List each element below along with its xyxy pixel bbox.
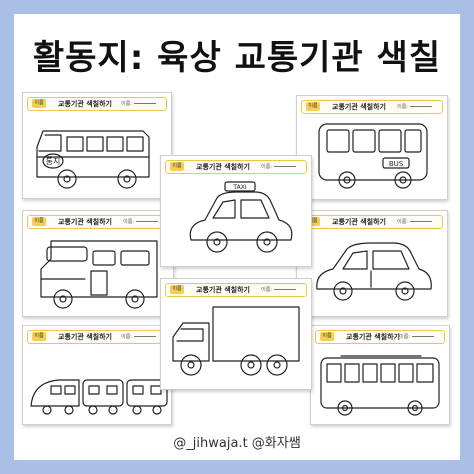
card-title: 교통기관 색칠하기 (332, 103, 386, 111)
name-field: 이름: (397, 216, 432, 228)
card-header: 이름 교통기관 색칠하기 이름: (27, 97, 167, 111)
card-header: 이름 교통기관 색칠하기 이름: (301, 100, 443, 114)
long-bus-drawing (320, 355, 440, 416)
page-title: 활동지: 육상 교통기관 색칠 (32, 38, 442, 78)
name-field: 이름: (121, 331, 156, 343)
name-label: 이름: (261, 287, 272, 293)
bus-drawing: BUS (318, 123, 428, 189)
card-title: 교통기관 색칠하기 (58, 333, 112, 341)
card-title: 교통기관 색칠하기 (332, 218, 386, 226)
card-badge: 이름 (320, 332, 334, 341)
name-field: 이름: (261, 161, 296, 173)
card-badge: 이름 (306, 102, 320, 111)
school-bus-drawing: 통지 (36, 130, 150, 189)
bus-sign: BUS (389, 160, 404, 168)
name-label: 이름: (123, 219, 134, 225)
credits: @_jihwaja.t @화자쌤 (173, 436, 301, 451)
name-field: 이름: (397, 101, 432, 113)
car-drawing (316, 242, 432, 301)
card-title: 교통기관 색칠하기 (58, 100, 112, 108)
name-field: 이름: (399, 331, 434, 343)
worksheet-card-long-bus: 이름 교통기관 색칠하기 이름: (310, 325, 450, 425)
card-header: 이름 교통기관 색칠하기 이름: (165, 283, 307, 297)
worksheet-card-taxi: 이름 교통기관 색칠하기 이름: TAXI (160, 155, 312, 267)
name-label: 이름: (397, 219, 408, 225)
card-title: 교통기관 색칠하기 (196, 286, 250, 294)
name-label: 이름: (397, 104, 408, 110)
card-badge: 이름 (170, 285, 184, 294)
train-drawing (30, 379, 168, 415)
card-badge: 이름 (32, 217, 46, 226)
name-label: 이름: (121, 334, 132, 340)
truck-drawing (172, 306, 300, 376)
card-badge: 이름 (170, 162, 184, 171)
card-badge: 이름 (306, 217, 320, 226)
taxi-sign: TAXI (232, 184, 246, 191)
name-label: 이름: (121, 101, 132, 107)
worksheet-card-rv: 이름 교통기관 색칠하기 이름: (22, 210, 174, 317)
name-field: 이름: (261, 284, 296, 296)
worksheet-card-bus: 이름 교통기관 색칠하기 이름: BUS (296, 95, 448, 200)
card-badge: 이름 (32, 332, 46, 341)
name-label: 이름: (399, 334, 410, 340)
worksheet-card-car: 이름 교통기관 색칠하기 이름: (296, 210, 448, 317)
card-header: 이름 교통기관 색칠하기 이름: (301, 215, 443, 229)
card-title: 교통기관 색칠하기 (346, 333, 400, 341)
card-header: 이름 교통기관 색칠하기 이름: (315, 330, 445, 344)
card-badge: 이름 (32, 99, 46, 108)
card-header: 이름 교통기관 색칠하기 이름: (165, 160, 307, 174)
worksheet-card-train: 이름 교통기관 색칠하기 이름: (22, 325, 172, 425)
name-field: 이름: (121, 98, 156, 110)
worksheet-card-school-bus: 이름 교통기관 색칠하기 이름: 통지 (22, 92, 172, 199)
worksheet-card-truck: 이름 교통기관 색칠하기 이름: (160, 278, 312, 390)
card-title: 교통기관 색칠하기 (58, 218, 112, 226)
card-title: 교통기관 색칠하기 (196, 163, 250, 171)
name-field: 이름: (123, 216, 158, 228)
school-bus-sign: 통지 (46, 157, 61, 166)
card-header: 이름 교통기관 색칠하기 이름: (27, 330, 167, 344)
taxi-drawing: TAXI (189, 181, 293, 253)
name-label: 이름: (261, 164, 272, 170)
card-header: 이름 교통기관 색칠하기 이름: (27, 215, 169, 229)
rv-drawing (40, 240, 158, 309)
